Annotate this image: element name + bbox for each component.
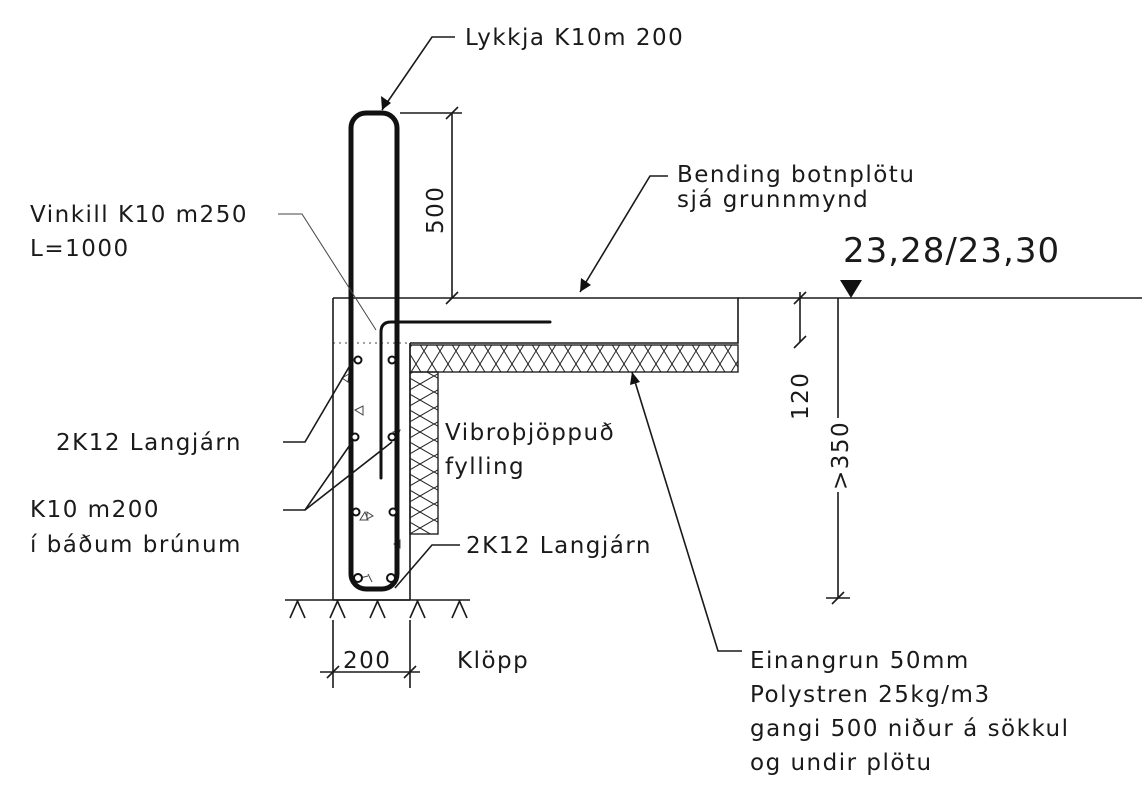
dimension-200: 200 [320, 620, 420, 688]
label-insulation-1: Einangrun 50mm [750, 648, 970, 674]
dimension-350: >350 [826, 298, 854, 605]
elevation-marker: 23,28/23,30 [840, 231, 1060, 298]
dimension-120-label: 120 [788, 372, 814, 420]
label-rock: Klöpp [457, 648, 529, 674]
elevation-label: 23,28/23,30 [843, 231, 1060, 271]
label-fill-1: Vibroþjöppuð [445, 420, 615, 446]
label-fill-2: fylling [445, 454, 525, 480]
rebar-loop [348, 110, 400, 592]
floor-slab [333, 297, 739, 344]
label-insulation-3: gangi 500 niður á sökkul [750, 716, 1070, 742]
label-loop: Lykkja K10m 200 [465, 25, 684, 51]
rock-hatching [285, 599, 470, 619]
label-long-bars-left: 2K12 Langjárn [56, 430, 242, 456]
longitudinal-bars [350, 355, 398, 583]
dimension-500-label: 500 [423, 186, 449, 234]
label-insulation-4: og undir plötu [750, 750, 933, 776]
label-insulation-2: Polystren 25kg/m3 [750, 682, 991, 708]
dimension-120: 120 [788, 291, 814, 420]
label-long-bars-right: 2K12 Langjárn [466, 533, 652, 559]
insulation-layer [409, 344, 739, 535]
label-slab-bend-1: Bending botnplötu [677, 162, 915, 188]
label-angle-2: L=1000 [30, 236, 130, 262]
label-stirrups-2: í báðum brúnum [30, 532, 242, 558]
dimension-350-label: >350 [828, 421, 854, 490]
angle-bar [379, 320, 552, 480]
dimension-500: 500 [400, 106, 462, 305]
dimension-200-label: 200 [343, 648, 391, 674]
label-slab-bend-2: sjá grunnmynd [677, 187, 869, 213]
label-stirrups-1: K10 m200 [30, 497, 160, 523]
label-angle-1: Vinkill K10 m250 [30, 202, 248, 228]
leader-lines [278, 36, 742, 652]
